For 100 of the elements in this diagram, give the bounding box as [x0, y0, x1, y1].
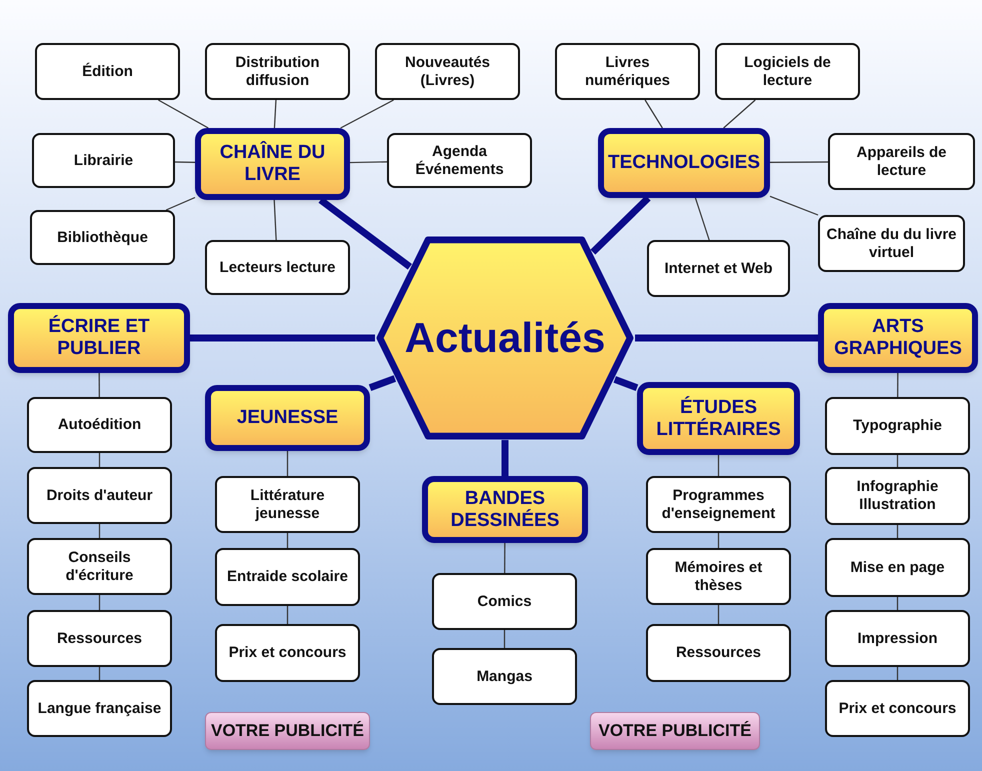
category-box [422, 476, 588, 543]
topic-text: Distribution diffusion [234, 54, 321, 90]
topic-box [375, 43, 520, 100]
connector-line [98, 595, 100, 610]
connector-line [158, 99, 209, 129]
topic-box [27, 397, 172, 453]
topic-box [715, 43, 860, 100]
topic-box [825, 467, 970, 525]
topic-text: Nouveautés (Livres) [404, 54, 492, 90]
category-title: ÉTUDES LITTÉRAIRES [655, 396, 782, 440]
topic-box [27, 610, 172, 667]
category-title: CHAÎNE DU LIVRE [218, 142, 326, 186]
topic-box [215, 548, 360, 606]
topic-text: Prix et concours [228, 644, 346, 662]
topic-box [432, 573, 577, 630]
topic-text: Chaîne du du livre virtuel [825, 226, 958, 262]
category-title: ARTS GRAPHIQUES [833, 316, 963, 360]
connector-line [98, 524, 100, 538]
topic-text: Ressources [56, 630, 142, 648]
topic-box [646, 548, 791, 605]
connector-line [770, 196, 818, 216]
topic-box [35, 43, 180, 100]
topic-box [647, 240, 790, 297]
topic-box [30, 210, 175, 265]
category-box [818, 303, 978, 373]
topic-box [32, 133, 175, 188]
topic-box [215, 476, 360, 533]
connector-line [718, 533, 720, 548]
category-box [8, 303, 190, 373]
thick-connector [635, 334, 818, 342]
topic-box [27, 680, 172, 737]
connector-line [274, 100, 277, 128]
connector-line [694, 198, 710, 240]
category-box [598, 128, 770, 198]
thick-connector [590, 196, 651, 255]
connector-line [896, 667, 898, 680]
connector-line [718, 605, 720, 624]
topic-text: Internet et Web [664, 260, 773, 278]
connector-line [286, 606, 288, 624]
ad-text: VOTRE PUBLICITÉ [210, 721, 364, 741]
category-title: TECHNOLOGIES [608, 152, 760, 174]
topic-box [215, 624, 360, 682]
connector-line [274, 200, 277, 240]
topic-box [205, 240, 350, 295]
connector-line [504, 543, 506, 573]
connector-line [286, 451, 288, 476]
topic-box [555, 43, 700, 100]
category-box [205, 385, 370, 451]
connector-line [896, 525, 898, 538]
topic-text: Bibliothèque [57, 228, 148, 246]
connector-line [286, 533, 288, 548]
topic-box [432, 648, 577, 705]
ad-banner [590, 712, 760, 750]
connector-line [166, 196, 196, 211]
connector-line [897, 373, 898, 397]
topic-text: Mise en page [850, 558, 945, 576]
topic-text: Infographie Illustration [856, 478, 940, 514]
ad-text: VOTRE PUBLICITÉ [598, 721, 752, 741]
topic-box [825, 397, 970, 455]
topic-text: Typographie [853, 417, 942, 435]
connector-line [174, 161, 196, 163]
topic-text: Appareils de lecture [855, 144, 948, 180]
topic-box [825, 610, 970, 667]
connector-line [98, 373, 100, 397]
thick-connector [502, 440, 508, 476]
topic-text: Mémoires et thèses [674, 558, 764, 594]
connector-line [98, 453, 100, 467]
connector-line [770, 161, 828, 163]
topic-text: Impression [857, 630, 938, 648]
topic-box [825, 680, 970, 737]
connector-line [896, 455, 898, 467]
topic-text: Conseils d'écriture [64, 548, 134, 584]
topic-box [818, 215, 965, 272]
connector-line [340, 99, 394, 129]
thick-connector [318, 197, 412, 270]
connector-line [644, 100, 663, 128]
topic-text: Entraide scolaire [227, 568, 348, 586]
topic-box [205, 43, 350, 100]
topic-box [27, 538, 172, 595]
topic-text: Prix et concours [838, 700, 956, 718]
connector-line [723, 100, 756, 128]
topic-text: Droits d'auteur [46, 486, 153, 504]
topic-box [27, 467, 172, 524]
category-box [195, 128, 350, 200]
topic-text: Agenda Événements [414, 142, 505, 178]
ad-banner [205, 712, 370, 750]
topic-text: Logiciels de lecture [743, 54, 832, 90]
category-title: BANDES DESSINÉES [450, 488, 560, 532]
category-title: JEUNESSE [236, 407, 338, 429]
connector-line [504, 630, 506, 648]
thick-connector [368, 375, 396, 391]
topic-box [387, 133, 532, 188]
connector-line [98, 667, 100, 680]
topic-text: Mangas [476, 668, 532, 686]
topic-text: Littérature jeunesse [249, 486, 326, 522]
category-title: ÉCRIRE ET PUBLIER [47, 316, 151, 360]
topic-box [825, 538, 970, 597]
thick-connector [190, 334, 375, 342]
topic-text: Ressources [676, 644, 762, 662]
connector-line [718, 455, 720, 476]
